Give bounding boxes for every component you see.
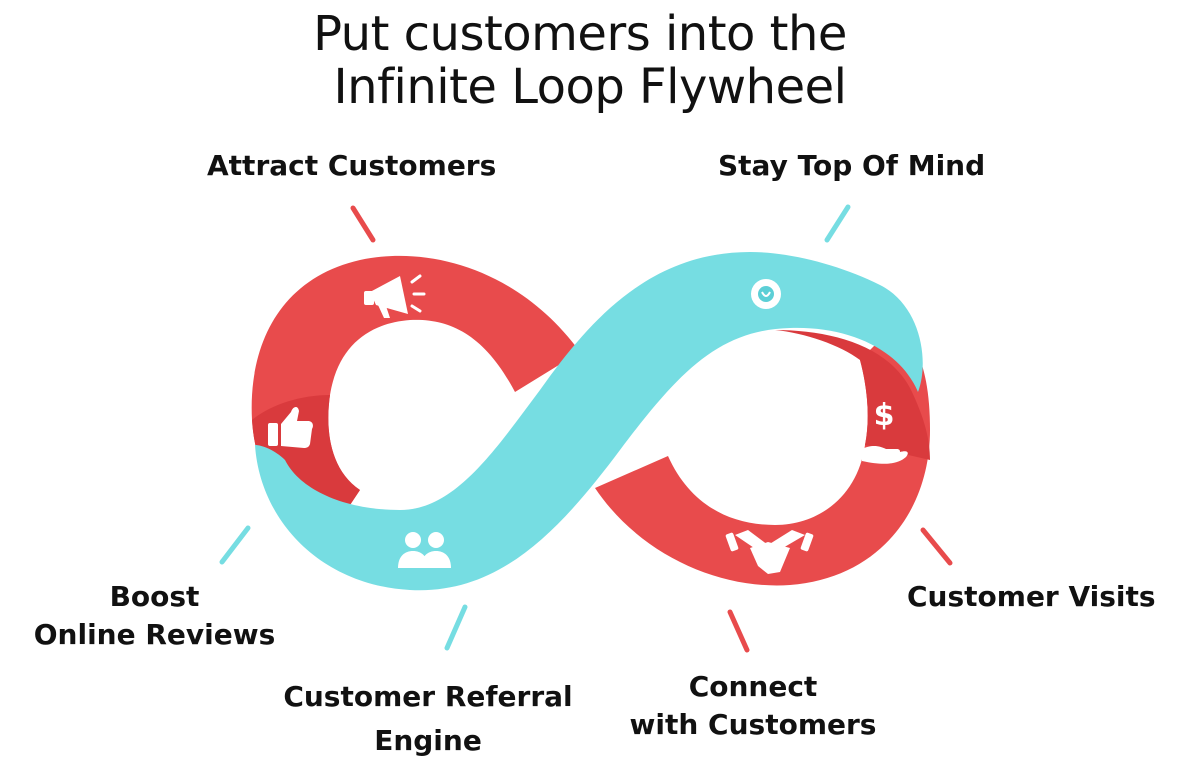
- connect-line-2: with Customers: [629, 708, 877, 741]
- tick-boost-reviews: [219, 525, 251, 565]
- customer-referral-line-1: Customer Referral: [283, 680, 573, 713]
- handshake-icon: [725, 530, 814, 574]
- svg-text:$: $: [874, 398, 895, 433]
- tick-attract: [350, 205, 376, 243]
- connect-customers-label: Connect with Customers: [622, 668, 884, 744]
- connect-line-1: Connect: [688, 670, 818, 703]
- megaphone-icon: [364, 274, 426, 318]
- attract-customers-label: Attract Customers: [207, 149, 497, 182]
- customer-referral-line-2: Engine: [374, 724, 482, 757]
- title-line-2: Infinite Loop Flywheel: [333, 59, 847, 115]
- stay-top-of-mind-label: Stay Top Of Mind: [718, 149, 986, 182]
- boost-reviews-label: Boost Online Reviews: [32, 578, 277, 654]
- thumbs-up-icon: [268, 406, 313, 448]
- tick-visits: [920, 527, 953, 566]
- boost-reviews-line-1: Boost: [109, 580, 200, 613]
- boost-reviews-line-2: Online Reviews: [33, 618, 276, 651]
- heart-badge-icon: [751, 279, 781, 309]
- customer-visits-label: Customer Visits: [907, 580, 1156, 613]
- connector-ticks: [219, 204, 953, 653]
- customer-referral-label: Customer Referral Engine: [283, 675, 573, 761]
- tick-stay-top: [824, 204, 851, 243]
- dollar-hand-icon: $: [856, 398, 908, 464]
- tick-connect: [727, 609, 750, 653]
- title-line-1: Put customers into the: [313, 6, 847, 62]
- cyan-band: [255, 252, 923, 591]
- red-loop-right: [595, 325, 930, 586]
- people-icon: [398, 532, 451, 568]
- tick-referral: [444, 604, 468, 651]
